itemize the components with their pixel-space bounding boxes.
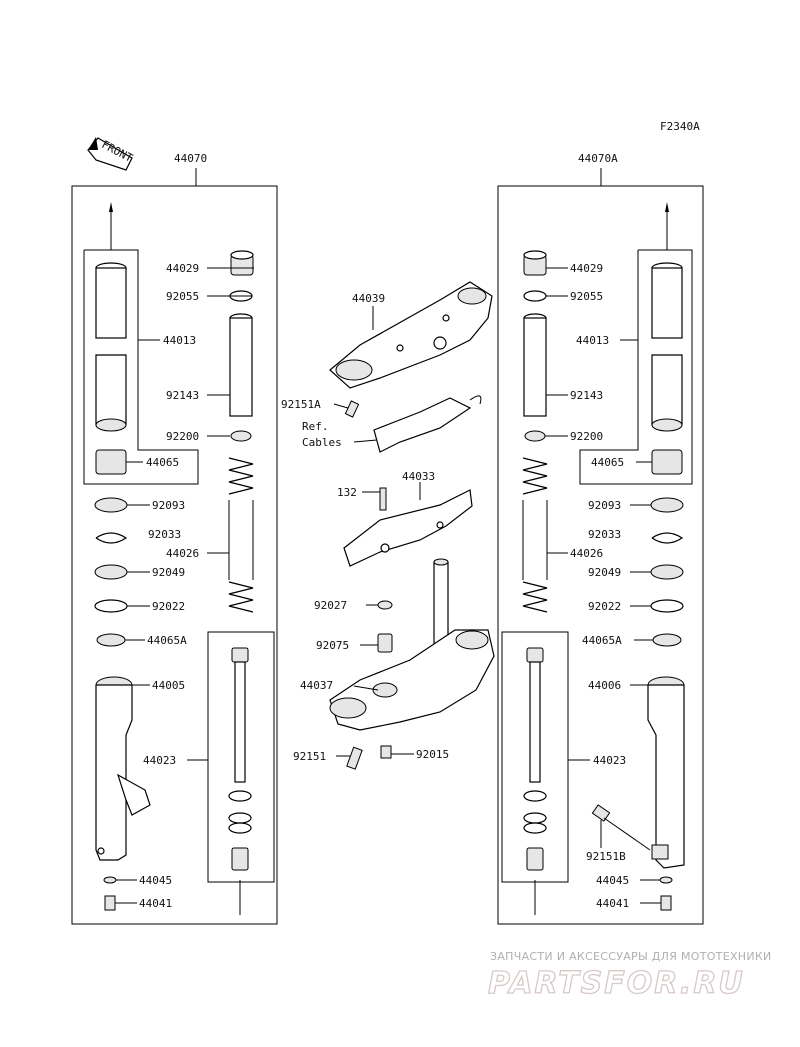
part-label-right: 44013	[576, 334, 609, 347]
cover-plate-icon	[343, 489, 473, 567]
nut-92015-icon	[380, 745, 392, 759]
part-label-left: 92200	[166, 430, 199, 443]
figure-code: F2340A	[660, 120, 700, 133]
leader-lines-left	[115, 267, 254, 904]
gasket-icon-left	[103, 876, 117, 884]
top-cap-icon-left	[230, 250, 254, 276]
part-label-left: 44065A	[147, 634, 187, 647]
bushing-icon-left	[95, 449, 127, 475]
part-label-center: 44037	[300, 679, 333, 692]
part-label-right: 44041	[596, 897, 629, 910]
bolt-92151b-icon	[591, 804, 651, 851]
part-label-right: 44029	[570, 262, 603, 275]
assembly-label-right: 44070A	[578, 152, 618, 165]
leader-lines-center	[333, 306, 421, 757]
part-label-right: 44006	[588, 679, 621, 692]
leader-lines-right	[545, 267, 661, 904]
assembly-label-left: 44070	[174, 152, 207, 165]
part-label-right: 92022	[588, 600, 621, 613]
spacer-icon-right	[523, 313, 547, 417]
damper-rod-icon-left	[228, 647, 252, 871]
part-label-right: 92093	[588, 499, 621, 512]
part-label-left: 44045	[139, 874, 172, 887]
bolt-icon-right	[660, 895, 672, 911]
part-label-right: 92033	[588, 528, 621, 541]
part-label-left: 92093	[152, 499, 185, 512]
part-label-left: 44013	[163, 334, 196, 347]
upper-bracket-icon	[329, 281, 493, 389]
gasket-icon-right	[659, 876, 673, 884]
seal-icon-left	[94, 497, 128, 647]
ref-note-line-2: Cables	[302, 436, 342, 449]
sub-box-right	[579, 249, 693, 485]
part-label-center: 92027	[314, 599, 347, 612]
lower-bracket-icon	[329, 629, 495, 731]
part-label-left: 92049	[152, 566, 185, 579]
part-label-center: 92075	[316, 639, 349, 652]
spacer-icon-left	[229, 313, 253, 417]
washer-icon-right	[524, 430, 546, 442]
part-label-left: 92055	[166, 290, 199, 303]
screw-132-icon	[379, 487, 387, 511]
watermark-tagline: ЗАПЧАСТИ И АКСЕССУАРЫ ДЛЯ МОТОТЕХНИКИ	[490, 950, 772, 963]
part-label-center: 92015	[416, 748, 449, 761]
part-label-center: 132	[337, 486, 357, 499]
part-label-center: 44039	[352, 292, 385, 305]
assembly-box-right	[497, 185, 704, 925]
seal-icon-right	[650, 497, 684, 647]
part-label-right: 44065	[591, 456, 624, 469]
grommet-92027-icon	[377, 600, 393, 610]
part-label-left: 44029	[166, 262, 199, 275]
spacer-92075-icon	[377, 633, 393, 653]
outer-tube-icon-left	[95, 676, 151, 861]
part-label-right: 44065A	[582, 634, 622, 647]
ref-note-line-1: Ref.	[302, 420, 329, 433]
bolt-92151a-icon	[344, 400, 360, 418]
top-cap-icon-right	[523, 250, 547, 276]
part-label-right: 92055	[570, 290, 603, 303]
part-label-left: 44026	[166, 547, 199, 560]
front-arrow-icon: FRONT	[87, 137, 135, 171]
part-label-left: 92022	[152, 600, 185, 613]
fork-tube-icon-right	[651, 262, 683, 432]
damper-rod-icon-right	[523, 647, 547, 871]
bushing-icon-right	[651, 449, 683, 475]
spring-icon-right	[522, 457, 548, 613]
cable-guide-icon	[373, 395, 482, 453]
part-label-right: 44023	[593, 754, 626, 767]
assembly-box-left	[71, 185, 278, 925]
part-label-left: 44041	[139, 897, 172, 910]
watermark-brand: PARTSFOR.RU	[487, 965, 745, 1001]
part-label-left: 92033	[148, 528, 181, 541]
washer-icon-left	[230, 430, 252, 442]
part-label-right: 44026	[570, 547, 603, 560]
part-label-right: 44045	[596, 874, 629, 887]
part-label-left: 92143	[166, 389, 199, 402]
bolt-icon-left	[104, 895, 116, 911]
part-label-center: 44033	[402, 470, 435, 483]
outer-tube-icon-right	[647, 676, 685, 869]
part-label-right: 92151B	[586, 850, 626, 863]
part-label-left: 44023	[143, 754, 176, 767]
sub-box-left	[83, 249, 199, 485]
sub-box-left-damper	[207, 631, 275, 883]
fork-tube-icon-left	[95, 262, 127, 432]
part-label-left: 44005	[152, 679, 185, 692]
o-ring-icon-right	[523, 290, 547, 302]
part-label-left: 44065	[146, 456, 179, 469]
part-label-right: 92200	[570, 430, 603, 443]
spring-icon-left	[228, 457, 254, 613]
part-label-right: 92143	[570, 389, 603, 402]
part-label-right: 92049	[588, 566, 621, 579]
part-label-center: 92151A	[281, 398, 321, 411]
part-label-center: 92151	[293, 750, 326, 763]
bolt-92151-icon	[346, 746, 363, 770]
